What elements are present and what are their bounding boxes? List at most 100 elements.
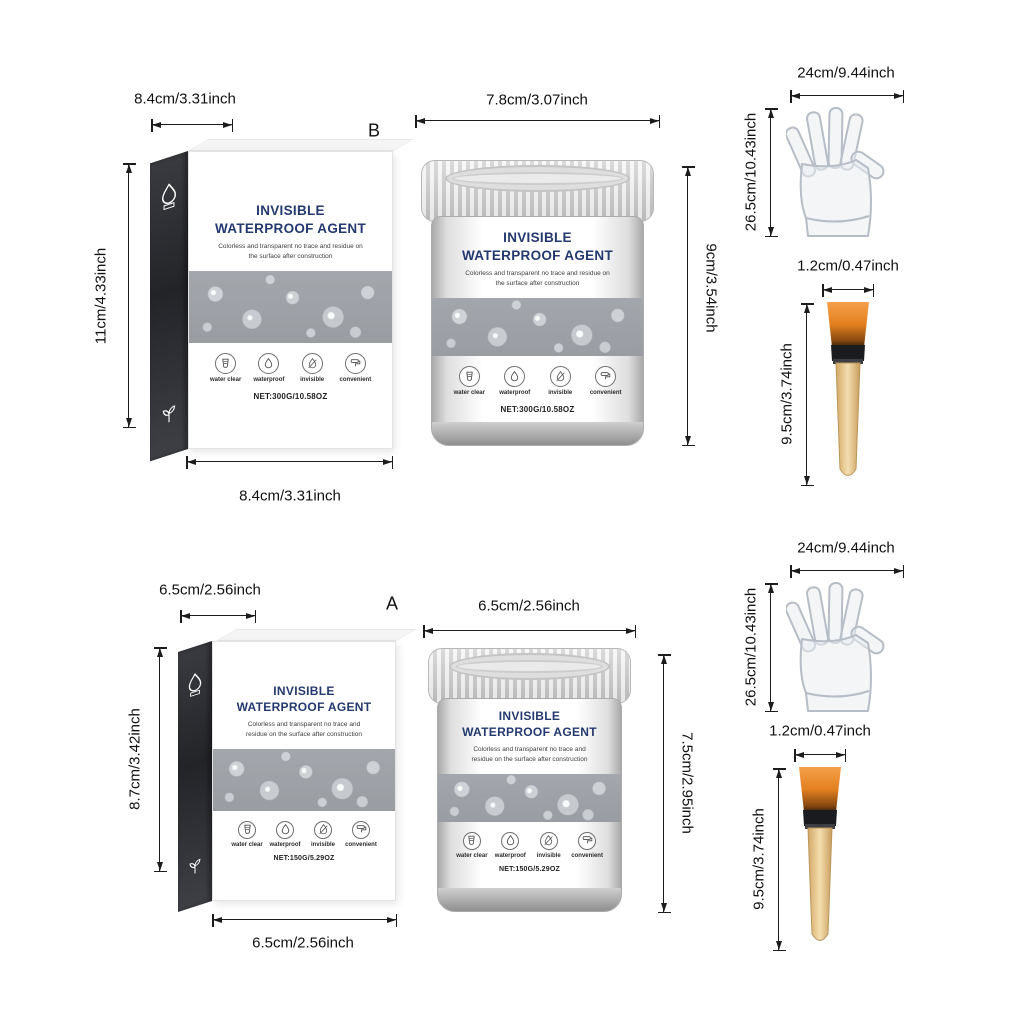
- feature-label: convenient: [339, 376, 372, 383]
- variant-b-label: B: [367, 120, 381, 141]
- feature-icons-row: water clear waterproof invisible conveni…: [202, 352, 379, 383]
- jar-body-label: INVISIBLE WATERPROOF AGENT Colorless and…: [430, 216, 645, 446]
- b-jar-width-dim-label: 7.8cm/3.07inch: [486, 91, 588, 109]
- variant-a-label: A: [385, 593, 399, 614]
- b-jar-height-dim-line: [682, 166, 695, 446]
- net-weight: NET:300G/10.58OZ: [253, 391, 328, 401]
- product-title: INVISIBLE WATERPROOF AGENT: [451, 709, 609, 740]
- invisible-droplet-icon: [549, 365, 571, 387]
- product-title-line2: WATERPROOF AGENT: [462, 724, 597, 739]
- product-title-line2: WATERPROOF AGENT: [214, 220, 367, 236]
- feature-label: water clear: [456, 852, 488, 859]
- feature-invisible: invisible: [291, 352, 334, 383]
- feature-water-clear: water clear: [447, 365, 492, 396]
- product-subtitle: Colorless and transparent no trace and r…: [246, 721, 362, 738]
- product-subtitle: Colorless and transparent no trace and r…: [218, 243, 363, 260]
- feature-convenient: convenient: [334, 352, 377, 383]
- a-jar-height-dim-line: [658, 654, 671, 913]
- a-box-height-dim-label: 8.7cm/3.42inch: [126, 708, 144, 810]
- net-weight: NET:150G/5.29OZ: [273, 854, 335, 862]
- feature-convenient: convenient: [568, 831, 606, 859]
- a-box-width-bottom-dim-label: 6.5cm/2.56inch: [252, 934, 354, 952]
- jar-lid-top: [444, 165, 631, 192]
- sprout-logo-icon: [161, 402, 177, 432]
- box-side-panel: [150, 151, 188, 462]
- feature-label: convenient: [589, 389, 622, 396]
- feature-invisible: invisible: [530, 831, 568, 859]
- product-jar-b: INVISIBLE WATERPROOF AGENT Colorless and…: [416, 160, 659, 446]
- product-title: INVISIBLE WATERPROOF AGENT: [226, 684, 382, 715]
- arrowhead-up-icon: [775, 769, 782, 778]
- feature-waterproof: waterproof: [492, 365, 537, 396]
- water-droplets-photo-band: [431, 297, 644, 356]
- arrowhead-up-icon: [767, 109, 774, 118]
- paint-roller-icon: [578, 831, 597, 850]
- product-title-line2: WATERPROOF AGENT: [461, 247, 614, 263]
- b-jar-width-dim-line: [415, 115, 660, 128]
- water-droplet-icon: [501, 831, 520, 850]
- feature-icons-row: water clear waterproof invisible conveni…: [451, 831, 609, 859]
- arrowhead-right-icon: [626, 627, 635, 634]
- a-brush-width-dim-line: [794, 749, 846, 762]
- feature-convenient: convenient: [342, 820, 380, 848]
- arrowhead-down-icon: [660, 903, 667, 912]
- arrowhead-left-icon: [823, 286, 832, 293]
- feature-icons-row: water clear waterproof invisible conveni…: [445, 365, 631, 396]
- a-glove-height-dim-label: 26.5cm/10.43inch: [742, 587, 760, 707]
- feature-water-clear: water clear: [453, 831, 491, 859]
- feature-water-clear: water clear: [228, 820, 266, 848]
- paint-roller-icon: [344, 352, 366, 374]
- arrowhead-down-icon: [775, 941, 782, 950]
- arrowhead-down-icon: [125, 418, 132, 427]
- jar-body-label: INVISIBLE WATERPROOF AGENT Colorless and…: [436, 698, 623, 912]
- feature-icons-row: water clear waterproof invisible conveni…: [226, 820, 382, 848]
- arrowhead-right-icon: [894, 92, 903, 99]
- plastic-glove-a: [786, 581, 890, 713]
- box-front-label: INVISIBLE WATERPROOF AGENT Colorless and…: [212, 641, 396, 901]
- brand-droplet-logo-icon: [160, 180, 178, 217]
- product-title-line1: INVISIBLE: [503, 230, 572, 245]
- feature-waterproof: waterproof: [247, 352, 290, 383]
- b-glove-width-dim-label: 24cm/9.44inch: [797, 64, 895, 82]
- b-box-width-top-dim-label: 8.4cm/3.31inch: [134, 90, 236, 108]
- product-title: INVISIBLE WATERPROOF AGENT: [202, 202, 379, 237]
- arrowhead-right-icon: [894, 567, 903, 574]
- a-brush-height-dim-label: 9.5cm/3.74inch: [750, 808, 768, 910]
- arrowhead-left-icon: [187, 458, 196, 465]
- brand-droplet-logo-icon: [187, 670, 203, 704]
- b-box-width-bottom-dim-line: [186, 456, 393, 469]
- a-jar-width-dim-line: [423, 625, 636, 638]
- feature-waterproof: waterproof: [491, 831, 529, 859]
- arrowhead-up-icon: [767, 584, 774, 593]
- jar-lid: [428, 648, 631, 704]
- b-box-width-bottom-dim-label: 8.4cm/3.31inch: [239, 487, 341, 505]
- water-droplets-photo-band: [189, 270, 392, 343]
- jar-bottom-band: [431, 422, 644, 445]
- b-glove-height-dim-line: [765, 108, 778, 237]
- jar-lid: [420, 160, 655, 222]
- arrowhead-right-icon: [650, 117, 659, 124]
- arrowhead-right-icon: [246, 612, 255, 619]
- feature-label: invisible: [548, 389, 573, 396]
- a-box-width-top-dim-line: [180, 610, 256, 623]
- water-droplets-photo-band: [213, 748, 395, 811]
- arrowhead-right-icon: [836, 751, 845, 758]
- product-title-line1: INVISIBLE: [256, 203, 325, 218]
- feature-waterproof: waterproof: [266, 820, 304, 848]
- a-glove-width-dim-label: 24cm/9.44inch: [797, 539, 895, 557]
- feature-label: invisible: [300, 376, 325, 383]
- measuring-cup-icon: [458, 365, 480, 387]
- brush-bristles: [827, 302, 869, 347]
- b-glove-width-dim-line: [790, 90, 904, 103]
- arrowhead-left-icon: [424, 627, 433, 634]
- feature-label: waterproof: [499, 389, 531, 396]
- arrowhead-down-icon: [767, 227, 774, 236]
- measuring-cup-icon: [462, 831, 481, 850]
- sprout-logo-icon: [188, 855, 202, 883]
- arrowhead-up-icon: [156, 648, 163, 657]
- arrowhead-left-icon: [181, 612, 190, 619]
- product-title: INVISIBLE WATERPROOF AGENT: [445, 229, 631, 264]
- arrowhead-down-icon: [803, 476, 810, 485]
- feature-label: invisible: [310, 841, 335, 848]
